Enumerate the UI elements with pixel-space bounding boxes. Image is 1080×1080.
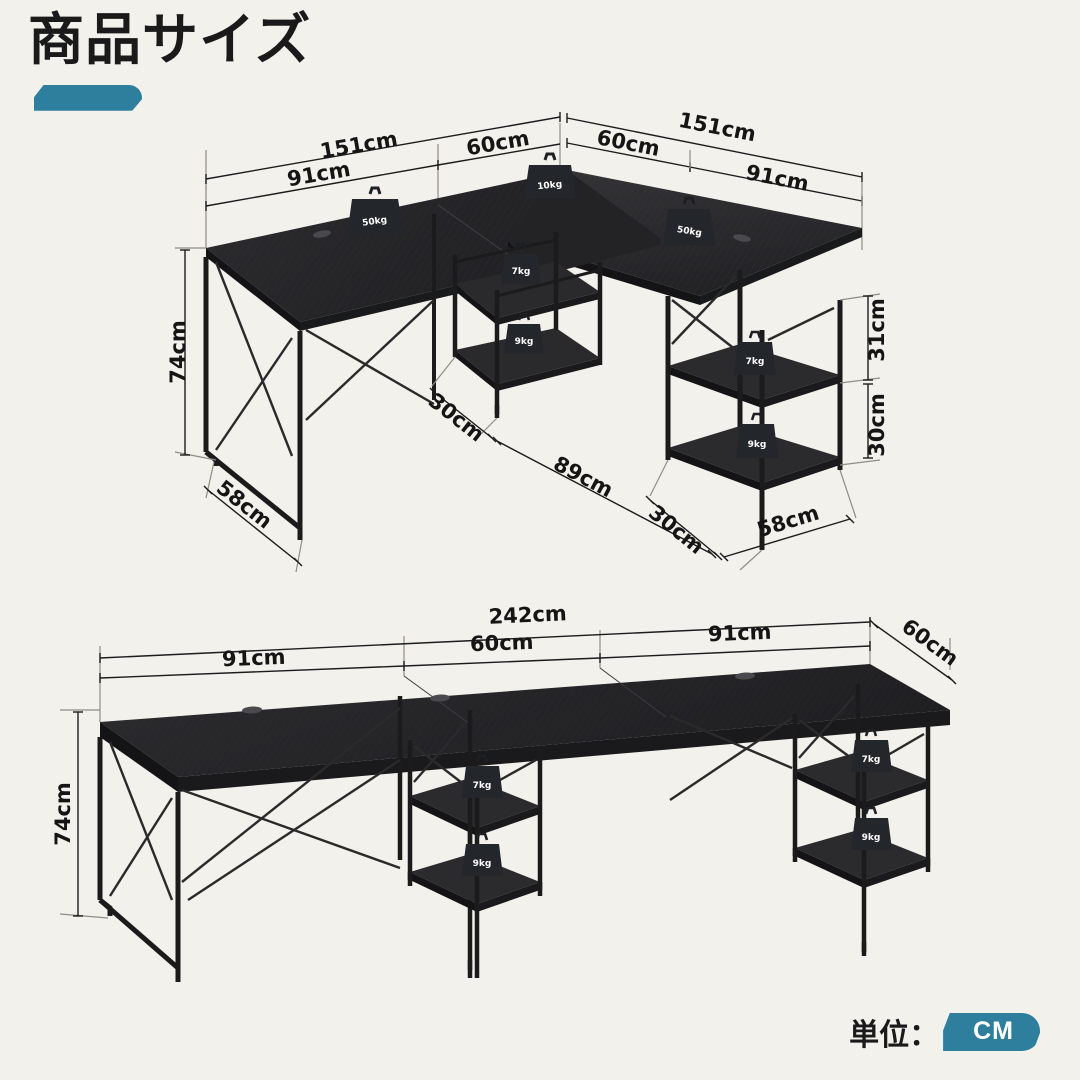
weight-bag-right-shelf-upper: 7kg	[734, 330, 776, 375]
dim-center-span: 89cm	[550, 451, 617, 502]
dim-straight-total-width: 242cm	[488, 601, 567, 629]
weight-label: 7kg	[746, 357, 765, 367]
dim-left-top-total: 151cm	[318, 127, 399, 164]
weight-label: 50kg	[676, 225, 702, 239]
straight-desk-left-shelf-unit	[407, 710, 543, 978]
straight-desk-top	[100, 664, 950, 792]
weight-bag-br-shelf-upper: 7kg	[851, 728, 892, 772]
l-desk-left-brace	[214, 261, 294, 457]
weight-label: 7kg	[473, 781, 492, 791]
page-header: 商品サイズ	[28, 8, 312, 111]
weight-label: 9kg	[862, 833, 881, 843]
dim-right-top-total: 151cm	[677, 108, 758, 146]
dim-straight-middle-segment: 60cm	[469, 630, 533, 657]
dim-straight-height: 74cm	[51, 782, 75, 846]
l-desk-left-rear-leg	[298, 214, 436, 528]
unit-badge: CM	[943, 1012, 1040, 1052]
weight-bag-bl-shelf-lower: 9kg	[462, 832, 503, 876]
weight-bag-right-desktop: 50kg	[663, 196, 715, 245]
straight-desk-left-brace	[108, 741, 174, 901]
dim-shelf-gap-upper: 31cm	[865, 298, 889, 362]
weight-label: 9kg	[515, 337, 534, 347]
dim-left-top-segment: 91cm	[285, 157, 352, 191]
weight-bag-left-desktop: 50kg	[347, 186, 404, 236]
weight-bag-center-shelf-upper: 7kg	[501, 242, 541, 284]
title-accent-bar	[34, 84, 142, 111]
weight-bag-right-shelf-lower: 9kg	[736, 412, 778, 458]
dim-straight-left-segment: 91cm	[221, 645, 285, 672]
weight-label: 9kg	[748, 440, 767, 450]
unit-label: 単位：	[849, 1018, 940, 1053]
l-desk-center-shelf-unit	[452, 232, 603, 418]
dim-straight-right-segment: 91cm	[707, 620, 772, 647]
straight-desk-left-leg	[97, 737, 181, 982]
straight-desk-mid-brace	[181, 707, 401, 902]
weight-label: 7kg	[512, 267, 531, 277]
weight-bag-br-shelf-lower: 9kg	[851, 806, 892, 850]
straight-desk-dimensions: 242cm 91cm 60cm 91cm 60cm	[51, 601, 963, 919]
page-title: 商品サイズ	[28, 8, 312, 73]
weight-label: 7kg	[862, 755, 881, 765]
dim-shelf-gap-lower: 30cm	[865, 393, 889, 457]
dim-center-shelf-depth: 30cm	[424, 388, 489, 446]
dim-right-shelf-depth: 30cm	[644, 500, 709, 559]
weight-bag-corner-desktop: 10kg	[524, 152, 576, 199]
weight-bag-center-shelf-lower: 9kg	[504, 312, 544, 354]
dim-straight-depth: 60cm	[897, 614, 963, 671]
l-shape-desk-diagram: 151cm 91cm 60cm 60cm 151cm 91cm	[166, 108, 889, 573]
weight-label: 50kg	[362, 215, 388, 228]
unit-indicator: 単位： CM	[849, 1010, 1040, 1054]
straight-desk-diagram: 242cm 91cm 60cm 91cm 60cm	[51, 601, 963, 982]
weight-bag-bl-shelf-upper: 7kg	[462, 754, 503, 798]
weight-label: 10kg	[537, 180, 563, 193]
dim-right-top-segment: 91cm	[744, 160, 811, 196]
dim-left-corner-segment: 60cm	[464, 126, 531, 160]
weight-label: 9kg	[473, 859, 492, 869]
l-desk-center-brace	[305, 299, 435, 421]
dim-l-desk-height: 74cm	[166, 320, 190, 384]
